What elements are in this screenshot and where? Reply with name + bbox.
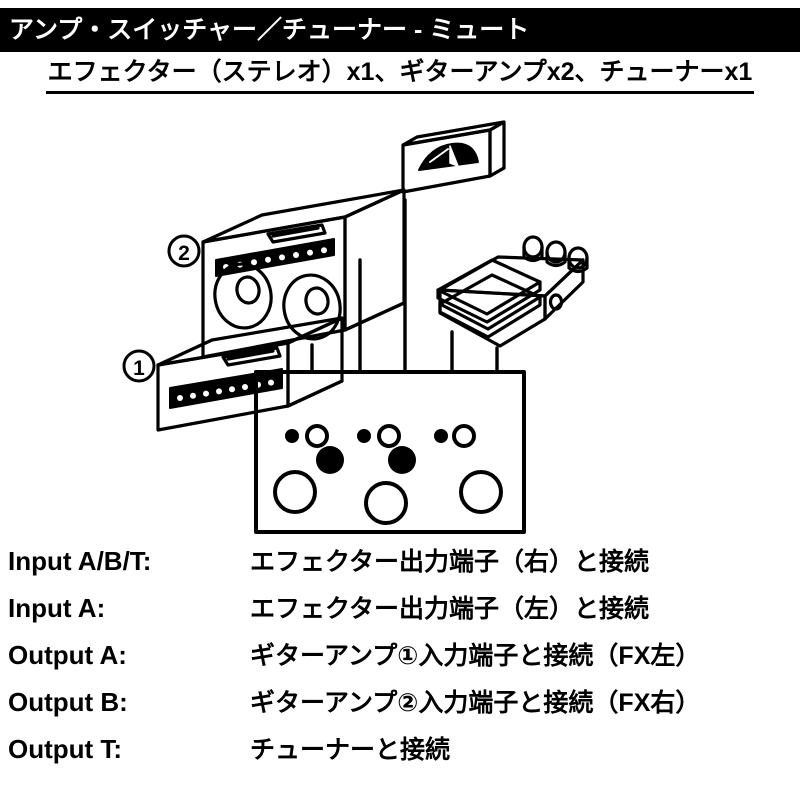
head-top-face — [156, 316, 344, 367]
legend-row: Output A: ギターアンプ①入力端子と接続（FX左） — [0, 642, 800, 689]
switcher-small-knob-2 — [377, 424, 401, 448]
legend-list: Input A/B/T: エフェクター出力端子（右）と接続 Input A: エ… — [0, 548, 800, 783]
switcher-footswitch-a — [273, 470, 317, 514]
combo-speaker-1-inner — [235, 275, 261, 305]
effects-pedal — [436, 235, 589, 348]
switcher-led-3 — [434, 429, 448, 443]
switcher-led-2 — [357, 429, 371, 443]
pedal-treadle-bottom-edge — [438, 295, 542, 339]
switcher-big-knob-2 — [388, 446, 416, 474]
tuner-meter-needle — [449, 145, 459, 167]
switcher-body — [254, 370, 526, 534]
combo-handle — [266, 223, 327, 244]
combo-control-panel — [215, 238, 335, 277]
svg-text:2: 2 — [178, 242, 190, 265]
combo-handle-inner — [271, 226, 320, 238]
legend-value-output-a: ギターアンプ①入力端子と接続（FX左） — [250, 642, 701, 670]
legend-row: Input A/B/T: エフェクター出力端子（右）と接続 — [0, 548, 800, 595]
combo-bottom-edge — [343, 301, 406, 332]
amp-combo-marker: 2 — [167, 234, 201, 268]
legend-value-output-b: ギターアンプ②入力端子と接続（FX右） — [250, 689, 701, 717]
legend-value-input-a: エフェクター出力端子（左）と接続 — [250, 595, 650, 623]
head-bottom-edge — [286, 379, 344, 408]
tuner-meter-scale — [429, 148, 449, 163]
switcher-knob-group-3 — [434, 424, 476, 448]
guitar-amp-combo — [201, 188, 406, 359]
combo-top-face — [201, 188, 406, 244]
amp-head-marker: 1 — [122, 349, 156, 383]
combo-side-face — [343, 188, 406, 332]
subtitle: エフェクター（ステレオ）x1、ギターアンプx2、チューナーx1 — [45, 58, 755, 94]
tuner — [401, 120, 506, 194]
pedal-jack-socket — [548, 293, 564, 311]
legend-key-output-b: Output B: — [8, 687, 128, 717]
legend-key-output-a: Output A: — [8, 640, 127, 670]
page-title: アンプ・スイッチャー／チューナー - ミュート — [9, 15, 530, 44]
legend-row: Output B: ギターアンプ②入力端子と接続（FX右） — [0, 689, 800, 736]
pedal-knobs — [522, 235, 589, 274]
legend-value-input-abt: エフェクター出力端子（右）と接続 — [250, 548, 650, 576]
legend-key-input-a: Input A: — [8, 593, 106, 623]
pedal-knob-1 — [522, 235, 544, 259]
head-handle-inner — [226, 349, 275, 361]
combo-speaker-1-outer — [213, 262, 273, 330]
amp-switcher — [254, 370, 526, 534]
pedal-chassis-side — [543, 258, 585, 321]
switcher-footswitch-t — [459, 470, 503, 514]
legend-row: Input A: エフェクター出力端子（左）と接続 — [0, 595, 800, 642]
diagram-markers: 2 1 — [122, 234, 201, 383]
combo-speaker-2-inner — [304, 286, 330, 316]
switcher-small-knob-1 — [305, 424, 329, 448]
legend-row: Output T: チューナーと接続 — [0, 736, 800, 783]
head-panel-knobs — [177, 379, 274, 401]
pedal-treadle-top-edge — [436, 280, 542, 324]
head-handle — [221, 346, 282, 367]
head-control-panel — [169, 368, 283, 409]
legend-value-output-t: チューナーと接続 — [250, 736, 451, 764]
switcher-big-knob-1 — [316, 446, 344, 474]
svg-text:1: 1 — [133, 357, 145, 380]
legend-key-output-t: Output T: — [8, 734, 123, 764]
connection-diagram: 2 1 — [0, 100, 800, 545]
legend-key-input-abt: Input A/B/T: — [8, 546, 152, 576]
switcher-knob-group-2 — [357, 424, 416, 474]
tuner-meter-display — [418, 142, 479, 171]
tuner-bottom-edge — [488, 166, 506, 178]
combo-speaker-2-outer — [282, 273, 342, 341]
switcher-small-knob-3 — [452, 424, 476, 448]
title-bar: アンプ・スイッチャー／チューナー - ミュート — [0, 8, 800, 52]
switcher-led-1 — [285, 429, 299, 443]
switcher-footswitch-b — [364, 481, 408, 525]
switcher-knob-group-1 — [285, 424, 344, 474]
subtitle-container: エフェクター（ステレオ）x1、ギターアンプx2、チューナーx1 — [0, 58, 800, 100]
